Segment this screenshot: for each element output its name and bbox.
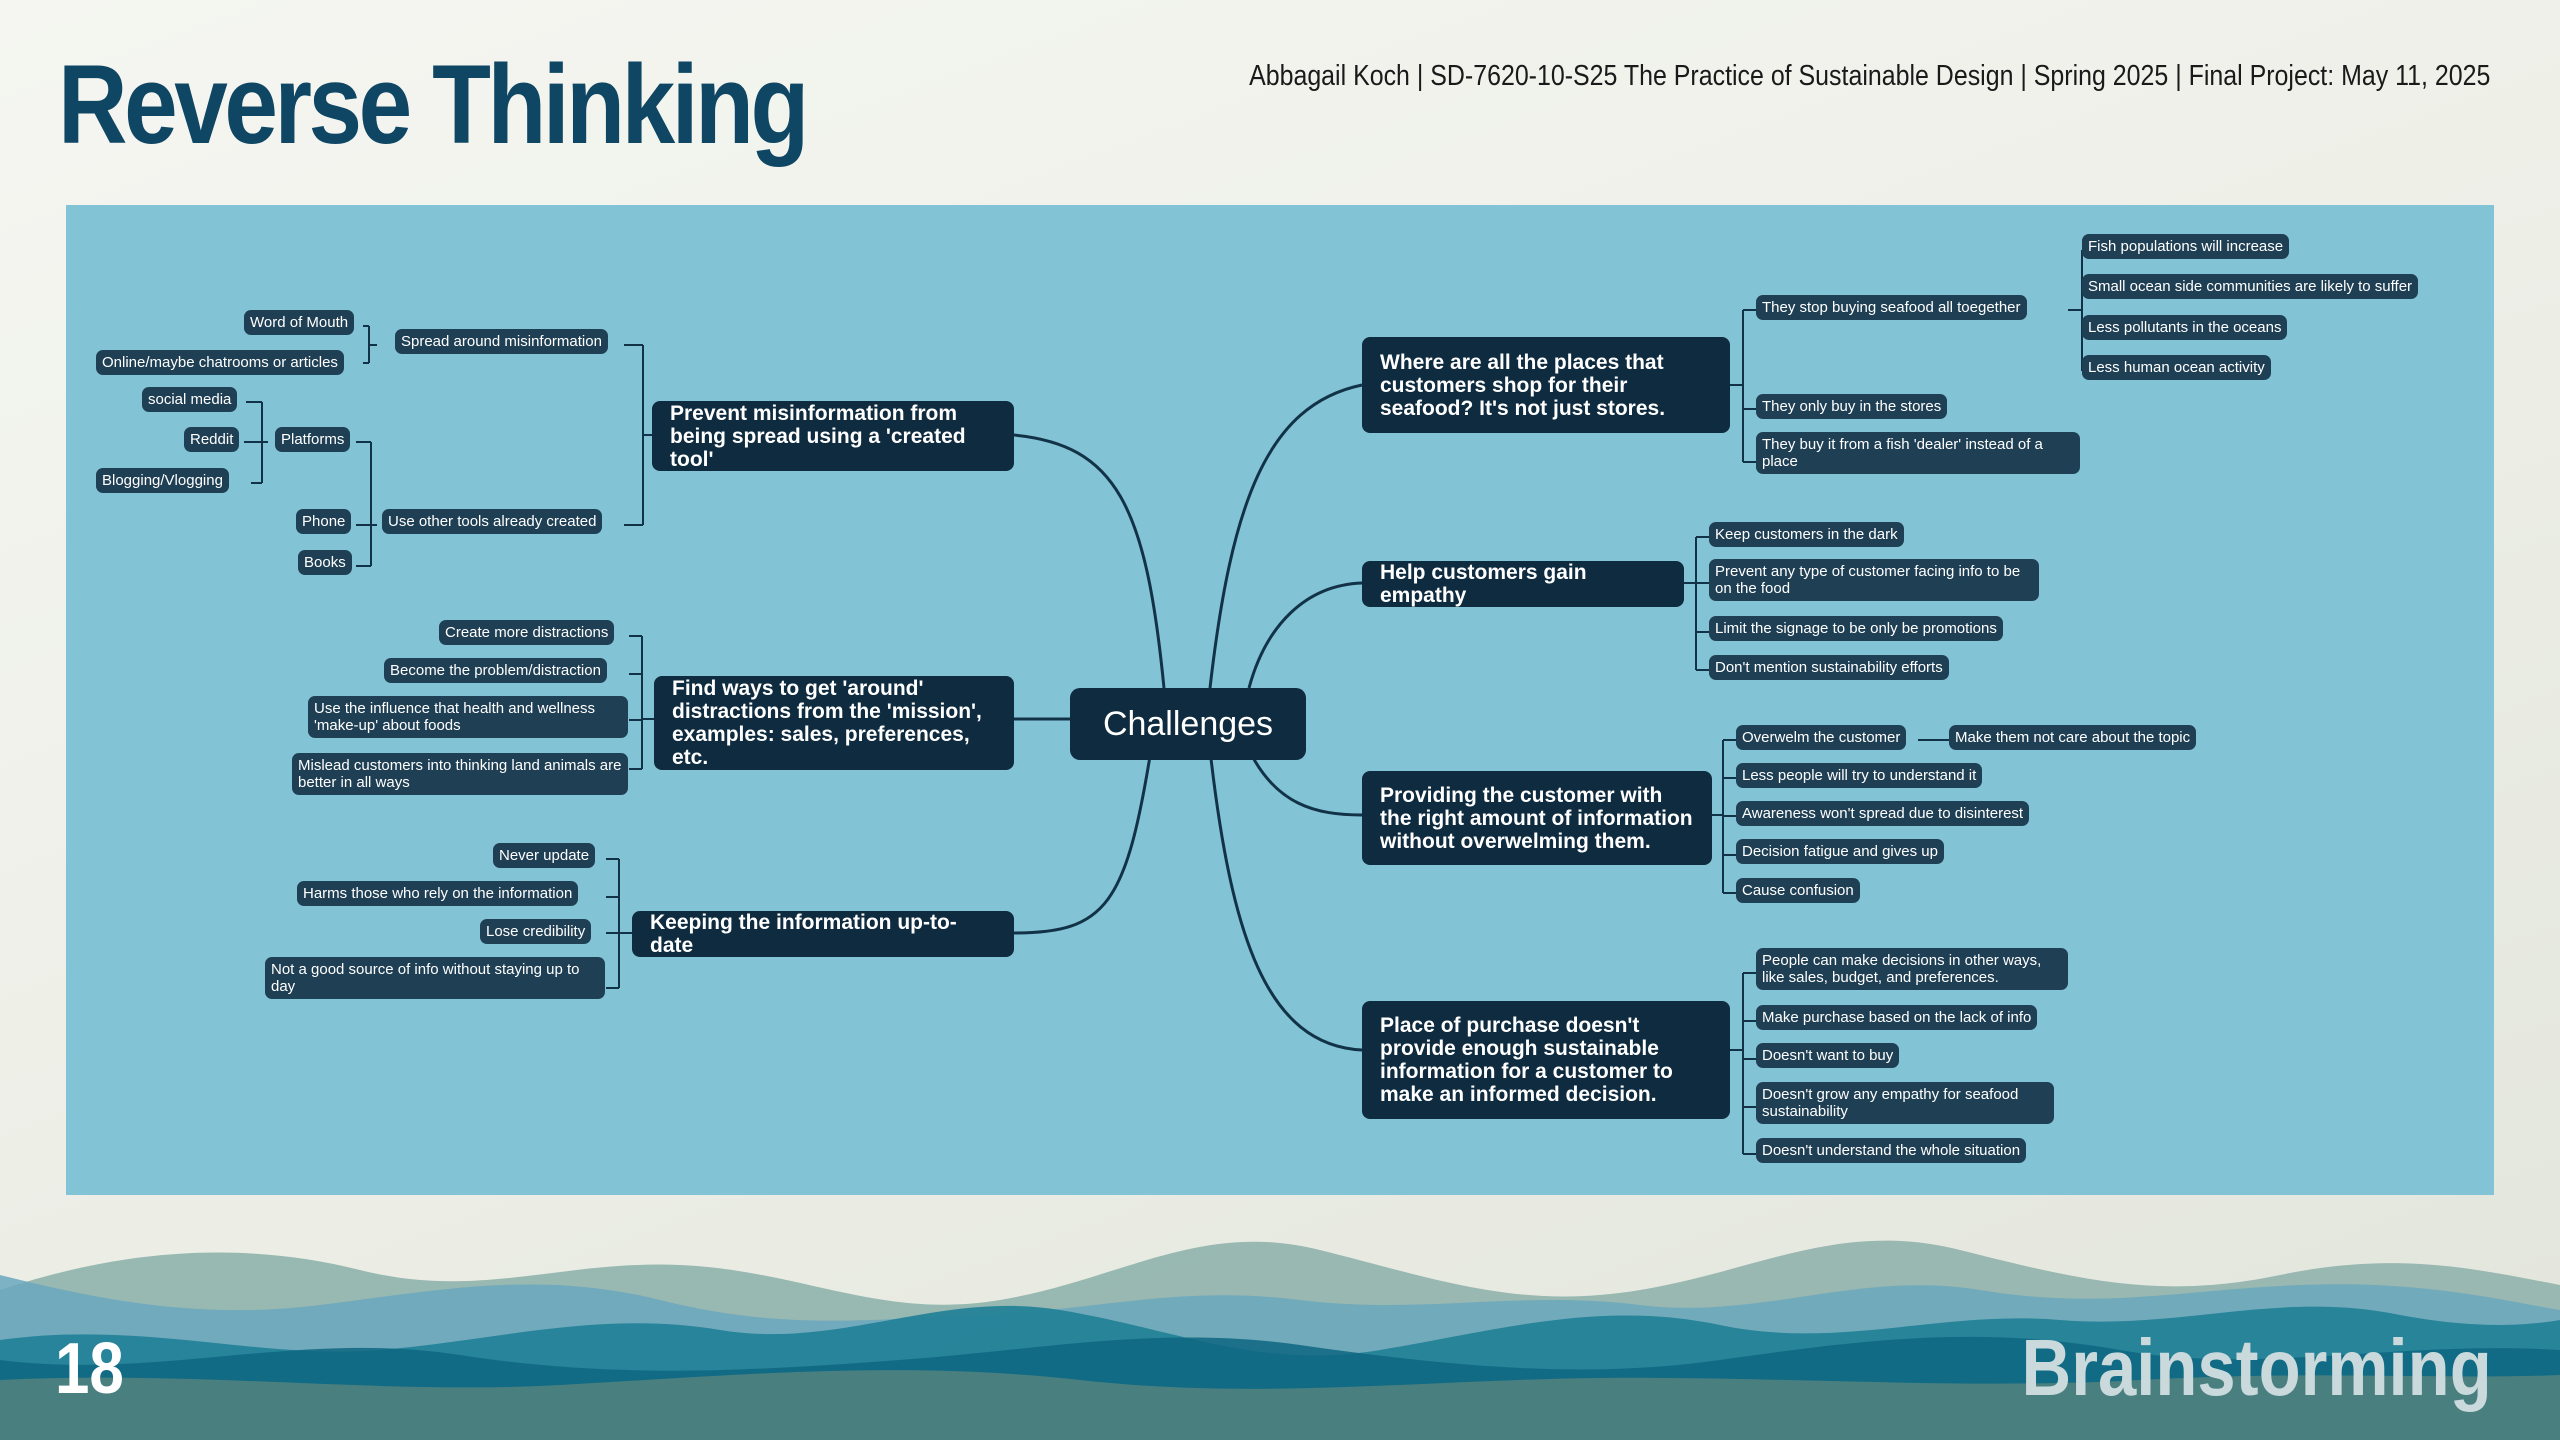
node-where-customers-shop[interactable]: Where are all the places that customers … (1362, 337, 1730, 433)
node-mislead-land-animals[interactable]: Mislead customers into thinking land ani… (292, 753, 628, 795)
node-no-empathy-seafood[interactable]: Doesn't grow any empathy for seafood sus… (1756, 1082, 2054, 1124)
node-harms-reliant[interactable]: Harms those who rely on the information (297, 881, 579, 906)
node-find-ways-around-distractions[interactable]: Find ways to get 'around' distractions f… (654, 676, 1014, 770)
section-label: Brainstorming (2021, 1323, 2492, 1412)
node-not-good-source[interactable]: Not a good source of info without stayin… (265, 957, 605, 999)
slide-title: Reverse Thinking (58, 42, 809, 167)
node-right-amount-of-information[interactable]: Providing the customer with the right am… (1362, 771, 1712, 865)
mindmap-canvas: Challenges Prevent misinformation from b… (66, 205, 2494, 1195)
node-social-media[interactable]: social media (142, 387, 238, 412)
node-make-them-not-care[interactable]: Make them not care about the topic (1949, 725, 2197, 750)
node-stop-buying-seafood[interactable]: They stop buying seafood all toegether (1756, 295, 2027, 320)
connector-center-misinfo (1013, 433, 1166, 689)
node-keep-customers-in-dark[interactable]: Keep customers in the dark (1709, 522, 1904, 547)
node-prevent-customer-facing-info[interactable]: Prevent any type of customer facing info… (1709, 559, 2039, 601)
node-less-pollutants[interactable]: Less pollutants in the oceans (2082, 315, 2288, 340)
connector-center-purchase (1208, 749, 1363, 1052)
node-never-update[interactable]: Never update (493, 843, 596, 868)
node-fish-populations-increase[interactable]: Fish populations will increase (2082, 234, 2290, 259)
node-lose-credibility[interactable]: Lose credibility (480, 919, 592, 944)
center-node-challenges[interactable]: Challenges (1070, 688, 1306, 760)
node-books[interactable]: Books (298, 550, 352, 575)
ocean-waves-decoration (0, 1240, 2560, 1440)
node-phone[interactable]: Phone (296, 509, 352, 534)
header-course-info: Abbagail Koch | SD-7620-10-S25 The Pract… (1248, 60, 2490, 92)
node-less-human-ocean-activity[interactable]: Less human ocean activity (2082, 355, 2271, 380)
node-limit-signage[interactable]: Limit the signage to be only be promotio… (1709, 616, 2003, 641)
node-platforms[interactable]: Platforms (275, 427, 351, 452)
node-reddit[interactable]: Reddit (184, 427, 240, 452)
node-overwelm-customer[interactable]: Overwelm the customer (1736, 725, 1907, 750)
node-spread-misinformation[interactable]: Spread around misinformation (395, 329, 608, 354)
wave-front (0, 1370, 2560, 1440)
connector-center-amount (1247, 749, 1363, 817)
connector-center-uptodate (1013, 749, 1153, 935)
node-only-buy-in-stores[interactable]: They only buy in the stores (1756, 394, 1948, 419)
node-awareness-wont-spread[interactable]: Awareness won't spread due to disinteres… (1736, 801, 2030, 826)
node-become-the-problem[interactable]: Become the problem/distraction (384, 658, 607, 683)
connector-center-places (1208, 383, 1363, 689)
node-cause-confusion[interactable]: Cause confusion (1736, 878, 1860, 903)
node-ocean-communities-suffer[interactable]: Small ocean side communities are likely … (2082, 274, 2419, 299)
node-keeping-info-up-to-date[interactable]: Keeping the information up-to-date (632, 911, 1014, 957)
node-word-of-mouth[interactable]: Word of Mouth (244, 310, 355, 335)
node-decisions-other-ways[interactable]: People can make decisions in other ways,… (1756, 948, 2068, 990)
node-dont-mention-sustainability[interactable]: Don't mention sustainability efforts (1709, 655, 1949, 680)
node-create-more-distractions[interactable]: Create more distractions (439, 620, 615, 645)
node-fish-dealer[interactable]: They buy it from a fish 'dealer' instead… (1756, 432, 2080, 474)
node-help-customers-gain-empathy[interactable]: Help customers gain empathy (1362, 561, 1684, 607)
node-blogging-vlogging[interactable]: Blogging/Vlogging (96, 468, 229, 493)
node-online-chatrooms[interactable]: Online/maybe chatrooms or articles (96, 350, 344, 375)
node-place-of-purchase[interactable]: Place of purchase doesn't provide enough… (1362, 1001, 1730, 1119)
mindmap-connectors (244, 250, 2083, 1155)
node-use-other-tools[interactable]: Use other tools already created (382, 509, 603, 534)
node-doesnt-want-to-buy[interactable]: Doesn't want to buy (1756, 1043, 1900, 1068)
node-decision-fatigue[interactable]: Decision fatigue and gives up (1736, 839, 1944, 864)
node-purchase-lack-of-info[interactable]: Make purchase based on the lack of info (1756, 1005, 2038, 1030)
node-prevent-misinformation[interactable]: Prevent misinformation from being spread… (652, 401, 1014, 471)
connector-center-empathy (1247, 581, 1363, 689)
page-number: 18 (55, 1329, 124, 1409)
node-health-wellness-influence[interactable]: Use the influence that health and wellne… (308, 696, 628, 738)
node-less-people-understand[interactable]: Less people will try to understand it (1736, 763, 1983, 788)
node-doesnt-understand[interactable]: Doesn't understand the whole situation (1756, 1138, 2027, 1163)
